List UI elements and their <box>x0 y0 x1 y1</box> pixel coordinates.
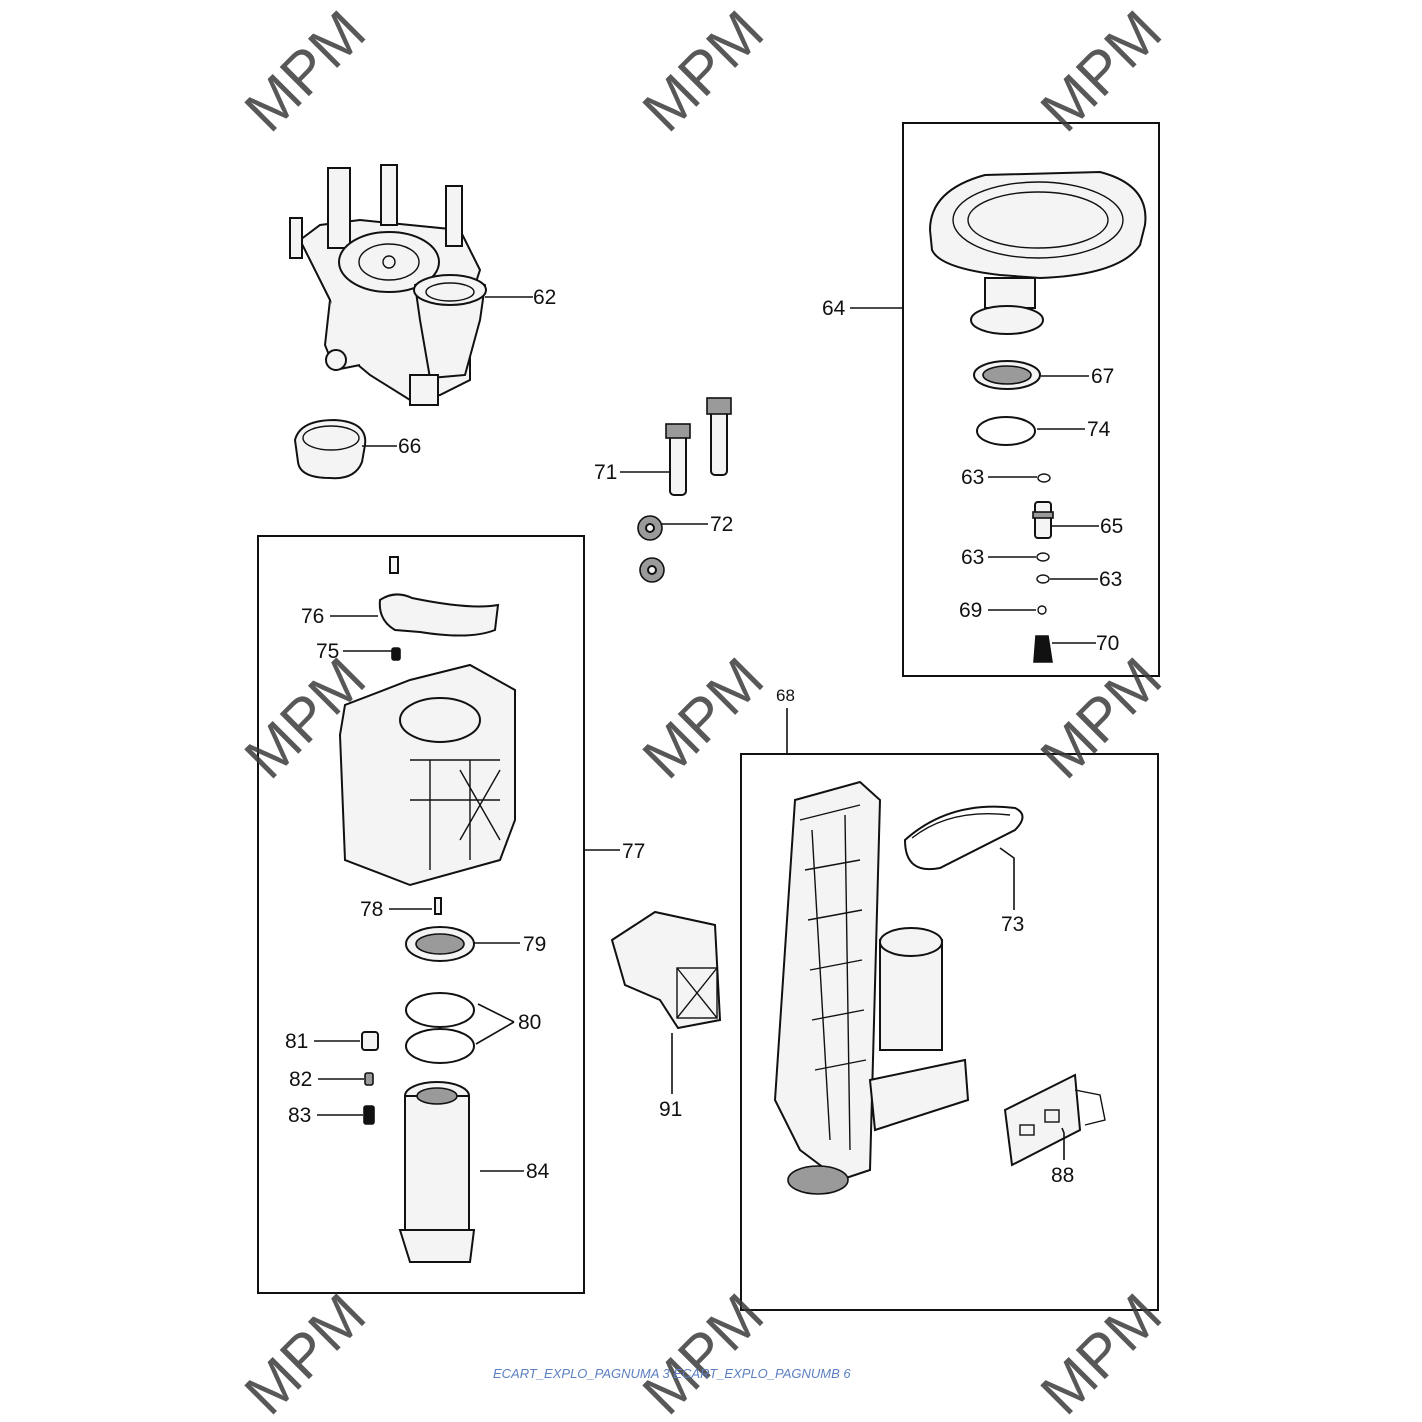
leader-lines <box>314 296 1099 1172</box>
part-84-piston <box>398 1081 476 1263</box>
callout-64: 64 <box>822 297 846 320</box>
callout-63-c: 63 <box>1099 568 1122 591</box>
callout-81: 81 <box>285 1030 308 1053</box>
callout-65: 65 <box>1100 515 1123 538</box>
part-79-filter-disc <box>405 897 475 962</box>
part-71-tubes <box>665 397 732 496</box>
group-box-68 <box>740 753 1159 1311</box>
callout-71: 71 <box>594 461 617 484</box>
part-81-83-small-parts <box>361 1031 379 1125</box>
callout-63-a: 63 <box>961 466 984 489</box>
watermark: MPM <box>1028 645 1174 791</box>
callout-63-b: 63 <box>961 546 984 569</box>
callout-84: 84 <box>526 1160 550 1183</box>
watermark: MPM <box>1028 1281 1174 1422</box>
part-73-belt <box>903 805 1024 871</box>
part-62-brew-head <box>289 164 487 406</box>
watermark: MPM <box>630 0 776 144</box>
callout-62: 62 <box>533 286 556 309</box>
part-91-holder <box>610 910 722 1030</box>
callout-68: 68 <box>776 686 795 705</box>
part-74-oring <box>976 416 1036 446</box>
callout-77: 77 <box>622 840 645 863</box>
callout-76: 76 <box>301 605 324 628</box>
callout-67: 67 <box>1091 365 1114 388</box>
callout-75: 75 <box>316 640 339 663</box>
group-box-77 <box>257 535 585 1294</box>
callout-70: 70 <box>1096 632 1119 655</box>
watermark: MPM <box>232 0 378 144</box>
watermark: MPM <box>232 1281 378 1422</box>
callout-78: 78 <box>360 898 383 921</box>
callout-69: 69 <box>959 599 982 622</box>
part-64-upper-housing <box>928 170 1147 335</box>
callout-82: 82 <box>289 1068 312 1091</box>
part-68-drive-assembly <box>773 780 970 1195</box>
part-88-circuit-board <box>1003 1073 1106 1167</box>
callout-66: 66 <box>398 435 421 458</box>
callout-88: 88 <box>1051 1164 1074 1187</box>
callout-83: 83 <box>288 1104 311 1127</box>
callout-79: 79 <box>523 933 546 956</box>
callout-74: 74 <box>1087 418 1111 441</box>
watermark: MPM <box>630 645 776 791</box>
part-72-gears <box>637 515 665 583</box>
part-80-orings <box>405 992 475 1064</box>
group-box-64 <box>902 122 1160 677</box>
part-77-brew-unit <box>338 556 516 887</box>
callout-72: 72 <box>710 513 733 536</box>
watermark: MPM <box>630 1281 776 1422</box>
part-67-filter-disc <box>973 360 1041 390</box>
callout-73: 73 <box>1001 913 1024 936</box>
part-63-orings-and-65-valve <box>1032 473 1054 663</box>
part-66-gasket <box>293 418 367 480</box>
footer-page-reference: ECART_EXPLO_PAGNUMA 3 ECART_EXPLO_PAGNUM… <box>493 1366 851 1381</box>
callout-91: 91 <box>659 1098 682 1121</box>
callout-80: 80 <box>518 1011 541 1034</box>
